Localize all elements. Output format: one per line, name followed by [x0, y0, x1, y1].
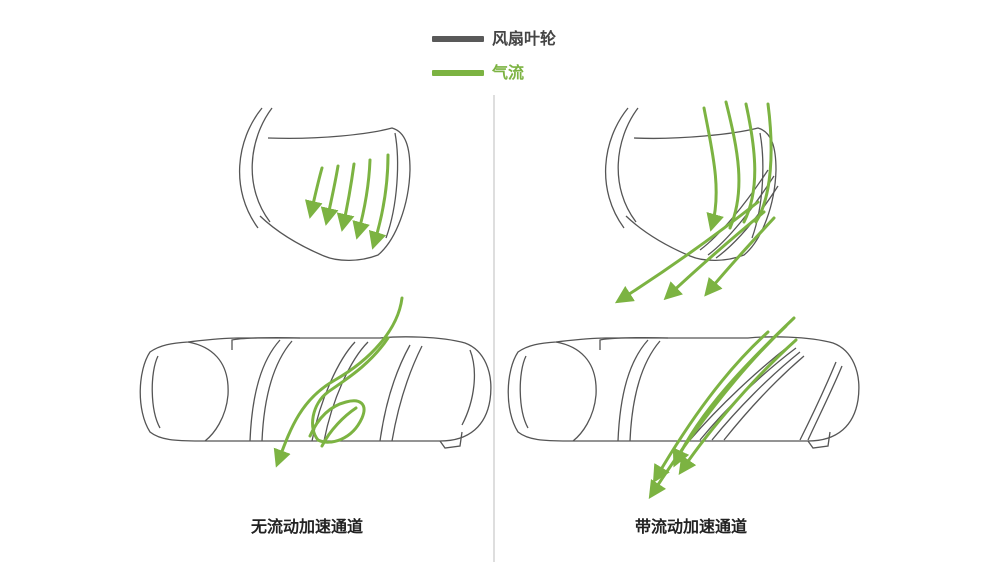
right-impeller — [507, 336, 860, 449]
left-impeller-airflow — [273, 296, 404, 468]
left-blade-airflow — [304, 153, 390, 250]
legend-airflow: 气流 — [432, 61, 582, 85]
right-blade-airflow — [614, 100, 776, 304]
right-impeller-airflow — [648, 316, 798, 500]
legend-air-label: 气流 — [492, 63, 525, 82]
left-blade-closeup — [239, 107, 411, 262]
legend-air-swatch — [432, 70, 484, 76]
caption-with-channel: 带流动加速通道 — [634, 517, 747, 536]
legend-fan-swatch — [432, 36, 484, 42]
legend-fan-impeller: 风扇叶轮 — [432, 27, 582, 51]
legend-fan-label: 风扇叶轮 — [492, 29, 557, 48]
caption-without-channel: 无流动加速通道 — [250, 517, 363, 536]
